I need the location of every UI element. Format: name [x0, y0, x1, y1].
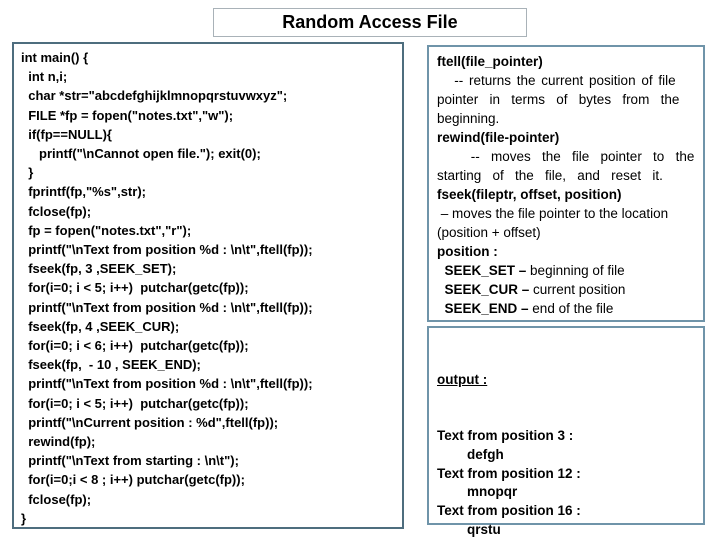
reference-term: SEEK_CUR –	[437, 282, 530, 297]
reference-term: SEEK_SET –	[437, 263, 527, 278]
reference-term: position :	[437, 244, 498, 259]
reference-text: end of the file	[528, 301, 614, 316]
code-line: printf("\nCannot open file."); exit(0);	[21, 146, 261, 162]
reference-text: -- moves the file pointer to the	[437, 149, 695, 164]
reference-term: SEEK_END –	[437, 301, 529, 316]
code-line: for(i=0; i < 6; i++) putchar(getc(fp));	[21, 338, 249, 354]
reference-term: rewind(file-pointer)	[437, 130, 560, 145]
code-panel: int main() { int n,i; char *str="abcdefg…	[12, 42, 404, 529]
reference-text: beginning.	[437, 111, 500, 126]
output-line: mnopqr	[437, 484, 518, 500]
code-line: fp = fopen("notes.txt","r");	[21, 222, 192, 238]
code-line: printf("\nText from position %d : \n\t",…	[21, 299, 313, 315]
reference-text: pointer in terms of bytes from the	[437, 92, 680, 107]
reference-line: -- returns the current position of file	[437, 71, 696, 90]
code-line: int n,i;	[21, 69, 68, 85]
code-line: printf("\nText from starting : \n\t");	[21, 453, 239, 469]
output-heading: output :	[437, 371, 488, 387]
reference-line: -- moves the file pointer to the	[437, 147, 696, 166]
reference-panel: ftell(file_pointer) -- returns the curre…	[427, 45, 705, 322]
reference-line: ftell(file_pointer)	[437, 52, 696, 71]
code-line: rewind(fp);	[21, 434, 96, 450]
reference-term: fseek(fileptr, offset, position)	[437, 187, 622, 202]
code-line: if(fp==NULL){	[21, 126, 112, 142]
output-line: Text from position 16 :	[437, 503, 581, 519]
page-title: Random Access File	[282, 12, 458, 32]
code-line: fclose(fp);	[21, 203, 92, 219]
reference-line: position :	[437, 242, 696, 261]
code-line: for(i=0;i < 8 ; i++) putchar(getc(fp));	[21, 472, 245, 488]
reference-line: beginning.	[437, 109, 696, 128]
code-line: for(i=0; i < 5; i++) putchar(getc(fp));	[21, 280, 249, 296]
output-line: Text from position 3 :	[437, 427, 574, 443]
title-box: Random Access File	[213, 8, 527, 37]
reference-text: current position	[529, 282, 626, 297]
reference-line: SEEK_END – end of the file	[437, 299, 696, 318]
reference-text: (position + offset)	[437, 225, 541, 240]
reference-text: – moves the file pointer to the location	[437, 206, 669, 221]
reference-text: beginning of file	[526, 263, 625, 278]
reference-term: ftell(file_pointer)	[437, 54, 543, 69]
reference-line: (position + offset)	[437, 223, 696, 242]
reference-line: starting of the file, and reset it.	[437, 166, 696, 185]
code-line: fseek(fp, 4 ,SEEK_CUR);	[21, 318, 180, 334]
code-line: printf("\nText from position %d : \n\t",…	[21, 242, 313, 258]
reference-line: – moves the file pointer to the location	[437, 204, 696, 223]
reference-line: rewind(file-pointer)	[437, 128, 696, 147]
code-line: }	[21, 510, 27, 526]
code-line: fseek(fp, - 10 , SEEK_END);	[21, 357, 201, 373]
reference-text: starting of the file, and reset it.	[437, 168, 663, 183]
reference-line: fseek(fileptr, offset, position)	[437, 185, 696, 204]
output-line: qrstu	[437, 521, 501, 537]
code-line: printf("\nCurrent position : %d",ftell(f…	[21, 414, 279, 430]
reference-line: SEEK_CUR – current position	[437, 280, 696, 299]
reference-text: -- returns the current position of file	[437, 73, 676, 88]
code-line: }	[21, 165, 34, 181]
code-line: printf("\nText from position %d : \n\t",…	[21, 376, 313, 392]
code-line: fprintf(fp,"%s",str);	[21, 184, 146, 200]
code-line: fseek(fp, 3 ,SEEK_SET);	[21, 261, 177, 277]
code-line: int main() {	[21, 50, 89, 65]
code-line: FILE *fp = fopen("notes.txt","w");	[21, 107, 234, 123]
code-line: fclose(fp);	[21, 491, 92, 507]
reference-line: SEEK_SET – beginning of file	[437, 261, 696, 280]
output-line: defgh	[437, 446, 504, 462]
output-line: Text from position 12 :	[437, 465, 581, 481]
code-line: char *str="abcdefghijklmnopqrstuvwxyz";	[21, 88, 288, 104]
reference-line: pointer in terms of bytes from the	[437, 90, 696, 109]
code-line: for(i=0; i < 5; i++) putchar(getc(fp));	[21, 395, 249, 411]
